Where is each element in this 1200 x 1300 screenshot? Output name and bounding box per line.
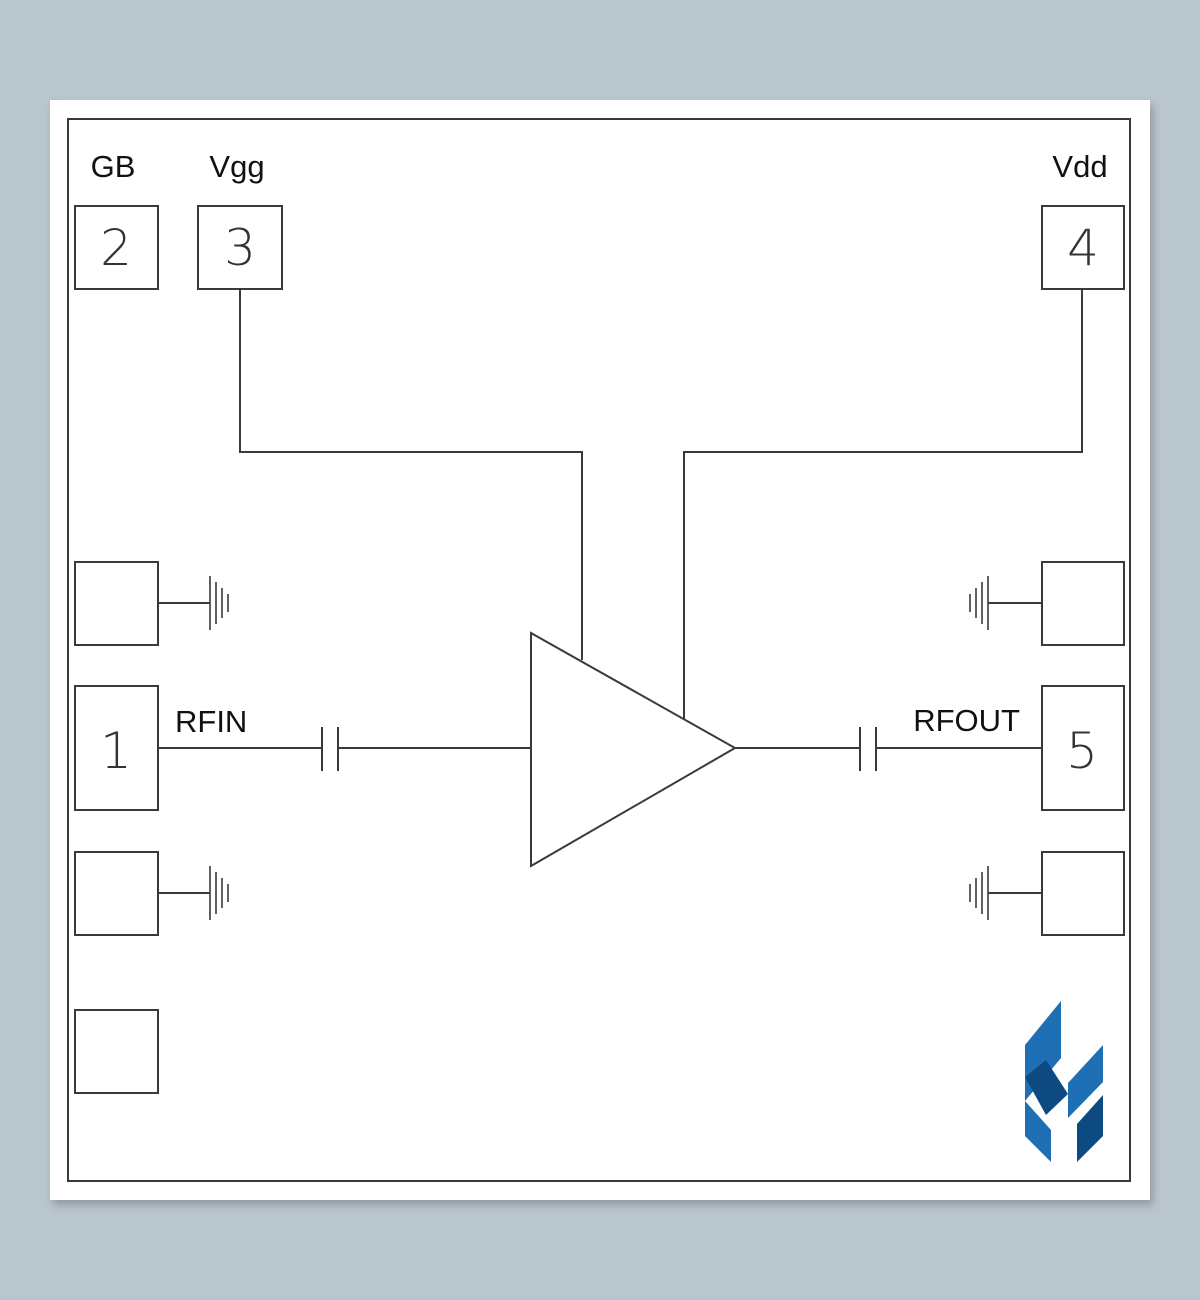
circuit-diagram: 2 3 4 GB Vgg Vdd 1 5: [67, 118, 1131, 1182]
label-vdd: Vdd: [1052, 149, 1107, 184]
ground-symbol-right-upper: [969, 576, 1042, 630]
vdd-bias-wire: [683, 289, 1083, 719]
ground-symbol-left-upper: [158, 576, 229, 630]
pad-gb: [74, 205, 159, 290]
pad-gb-number: 2: [100, 219, 132, 277]
pad-ground-right-lower: [1041, 851, 1125, 936]
label-gb: GB: [91, 149, 136, 184]
ground-symbol-right-lower: [969, 866, 1042, 920]
pad-vgg-number: 3: [224, 219, 256, 277]
pad-vdd-number: 4: [1067, 219, 1099, 277]
company-logo: [1025, 1001, 1103, 1162]
pad-ground-right-upper: [1041, 561, 1125, 646]
pad-unlabeled-bottom: [74, 1009, 159, 1094]
pad-ground-left-upper: [74, 561, 159, 646]
pad-ground-left-lower: [74, 851, 159, 936]
die-border: [67, 118, 1131, 1182]
diagram-card: 2 3 4 GB Vgg Vdd 1 5: [50, 100, 1150, 1200]
rfin-capacitor: [321, 727, 339, 771]
amplifier-triangle: [530, 631, 738, 868]
vgg-bias-wire: [239, 289, 583, 660]
rfout-capacitor: [859, 727, 877, 771]
pad-rfout-number: 5: [1066, 722, 1098, 780]
label-rfin: RFIN: [175, 704, 247, 739]
label-rfout: RFOUT: [913, 703, 1020, 738]
pad-rfin-number: 1: [100, 722, 132, 780]
label-vgg: Vgg: [209, 149, 264, 184]
ground-symbol-left-lower: [158, 866, 229, 920]
